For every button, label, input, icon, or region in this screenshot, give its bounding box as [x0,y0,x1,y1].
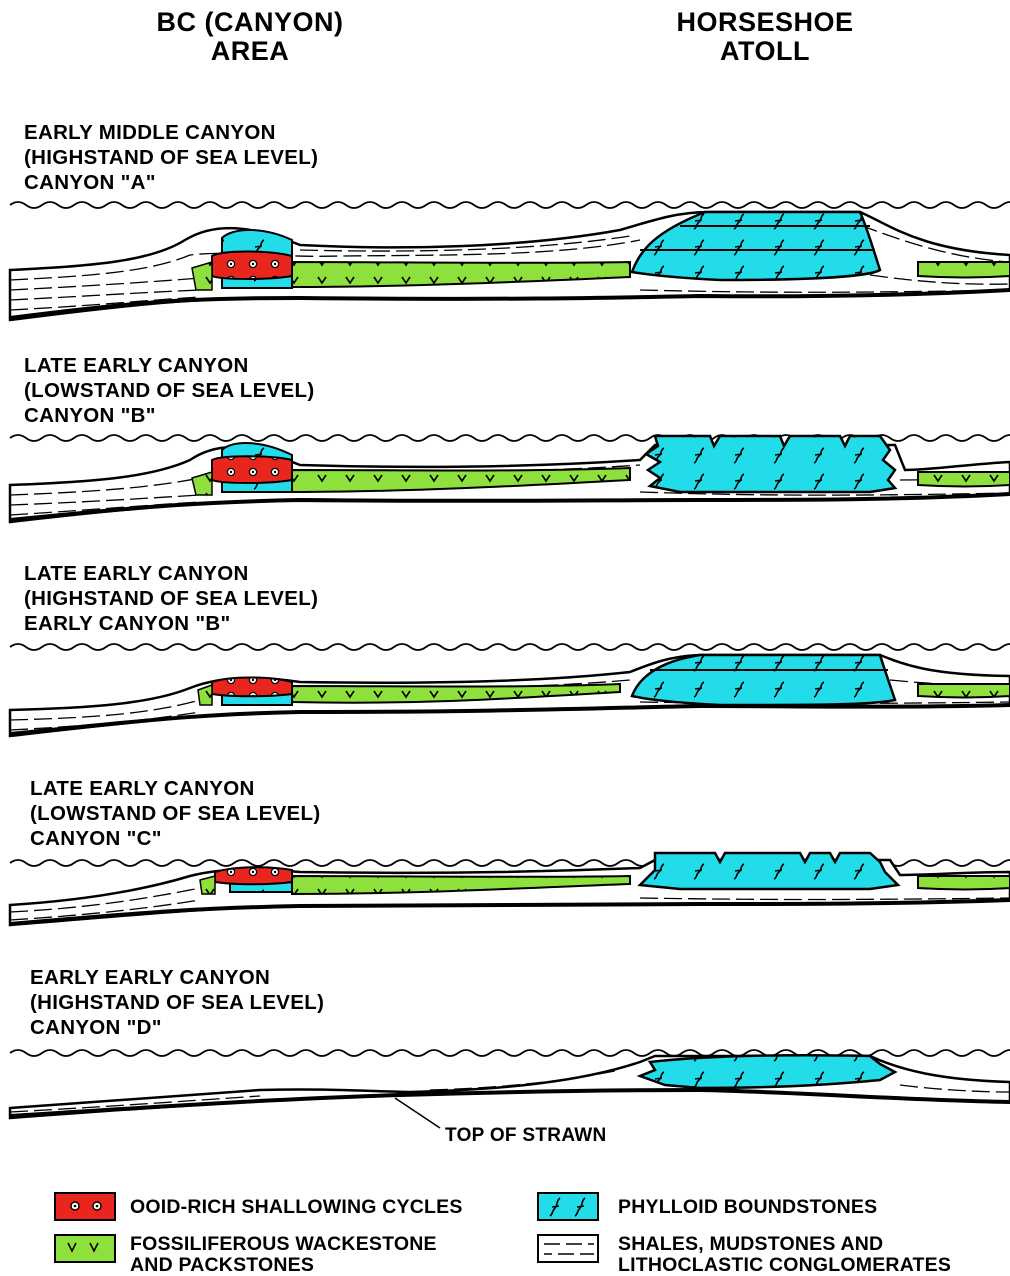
panel-2-section [10,435,1010,522]
wackestone-body-atoll [918,876,1010,890]
legend-phylloid-label: PHYLLOID BOUNDSTONES [618,1197,877,1218]
wackestone-body-atoll [918,472,1010,487]
legend-ooid-swatch [55,1193,115,1220]
wackestone-body-atoll [918,262,1010,278]
callout-leader-line [395,1098,440,1128]
ooid-body-bc [212,456,292,483]
panel-3-section [10,644,1010,736]
legend-wackestone-swatch [55,1235,115,1262]
ooid-body-bc [212,252,292,280]
phylloid-atoll [640,1055,895,1088]
top-of-strawn-label: TOP OF STRAWN [445,1125,607,1147]
panel-1-section [10,202,1010,320]
sea-level-line [10,202,1010,208]
sea-level-line [10,644,1010,650]
legend-ooid-label: OOID-RICH SHALLOWING CYCLES [130,1197,463,1218]
phylloid-atoll [640,853,898,889]
phylloid-atoll [646,436,895,492]
panel-5-section [10,1050,1010,1128]
ooid-body-bc [215,867,292,884]
phylloid-atoll [632,655,895,705]
legend-phylloid-swatch [538,1193,598,1220]
ooid-body-bc [212,678,292,697]
wackestone-body-atoll [918,684,1010,698]
legend-shale-swatch [538,1235,598,1262]
panel-4-section [10,853,1010,925]
